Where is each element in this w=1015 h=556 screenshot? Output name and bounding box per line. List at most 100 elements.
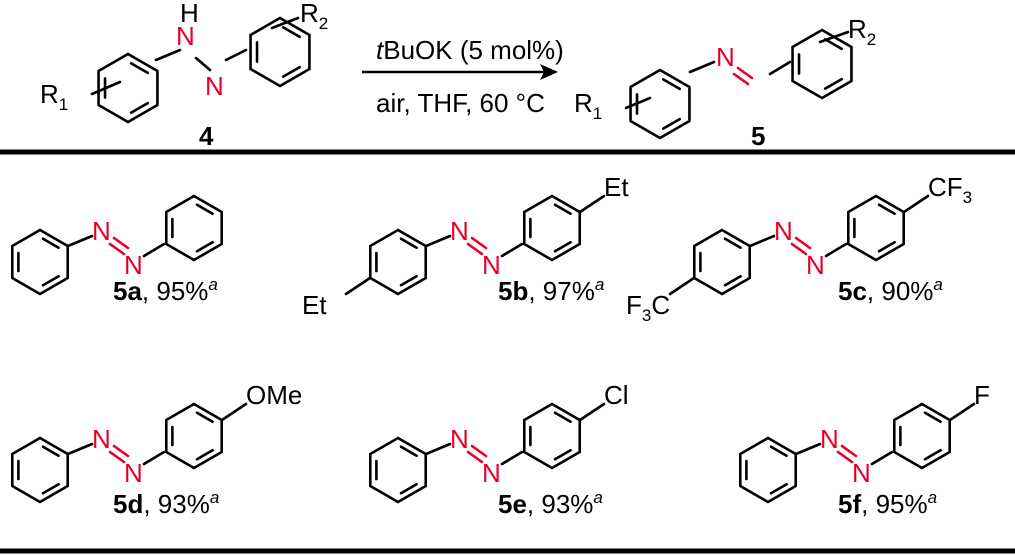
benzene-ring bbox=[738, 436, 798, 504]
benzene-ring-right bbox=[249, 16, 311, 88]
azo-bond bbox=[836, 450, 854, 464]
ring-double-bond bbox=[823, 77, 844, 90]
bond-n-c bbox=[142, 242, 166, 258]
ring-double-bond bbox=[723, 237, 742, 250]
bond-c-n bbox=[66, 234, 94, 248]
azo-bond bbox=[790, 242, 808, 256]
azo-n1: N bbox=[716, 42, 735, 72]
azo-n2: N bbox=[852, 458, 871, 488]
yield-label: 5a, 95%a bbox=[113, 275, 218, 306]
azo-bond bbox=[466, 450, 484, 464]
bond-c-n bbox=[66, 442, 94, 456]
benzene-ring bbox=[368, 436, 428, 504]
ring-outline bbox=[522, 194, 582, 262]
bond-n-c bbox=[824, 242, 848, 258]
ring-double-bond bbox=[823, 38, 844, 51]
reactant-4-structure: N H N H H H R1 R2 4 bbox=[40, 0, 328, 151]
product-number: 5 bbox=[751, 121, 765, 151]
benzene-ring bbox=[164, 402, 224, 470]
ring-double-bond bbox=[769, 482, 788, 495]
ring-double-bond bbox=[553, 203, 572, 216]
ring-double-bond bbox=[661, 78, 682, 91]
azo-n1: N bbox=[774, 216, 793, 246]
ring-double-bond bbox=[723, 274, 742, 287]
ring-double-bond bbox=[399, 237, 418, 250]
benzene-ring bbox=[522, 402, 582, 470]
ring-double-bond bbox=[399, 482, 418, 495]
azo-n2: N bbox=[124, 250, 143, 280]
r2-label: R2 bbox=[300, 0, 328, 33]
ring-outline bbox=[629, 68, 691, 140]
r2-bond bbox=[270, 16, 300, 30]
ring-outline bbox=[249, 16, 311, 88]
benzene-ring bbox=[10, 228, 70, 296]
azo-bond-2 bbox=[840, 444, 858, 458]
benzene-ring bbox=[368, 228, 428, 296]
nitrogen-2-label: N bbox=[205, 71, 224, 101]
benzene-ring-right bbox=[791, 28, 853, 100]
ring-double-bond bbox=[281, 65, 302, 78]
bond-n-c bbox=[870, 450, 894, 466]
bond-n-n bbox=[732, 72, 750, 86]
azo-bond bbox=[466, 242, 484, 256]
r2-label: R2 bbox=[848, 14, 876, 49]
bond-c-n bbox=[794, 442, 822, 456]
ring-double-bond bbox=[923, 448, 942, 461]
bond-n-c bbox=[768, 60, 792, 76]
ring-double-bond bbox=[129, 62, 150, 75]
reaction-arrow: tBuOK (5 mol%) air, THF, 60 °C bbox=[362, 35, 564, 118]
ring-outline bbox=[522, 402, 582, 470]
yield-label: 5f, 95%a bbox=[838, 488, 937, 519]
para-substituent: Cl bbox=[604, 380, 629, 410]
benzene-ring bbox=[522, 194, 582, 262]
nh-h-top: H bbox=[180, 0, 199, 28]
ring-outline bbox=[97, 52, 159, 124]
para-substituent: Et bbox=[604, 172, 629, 202]
ring-outline bbox=[368, 436, 428, 504]
ring-outline bbox=[164, 402, 224, 470]
bond-n-c bbox=[142, 450, 166, 466]
azo-bond-2 bbox=[470, 236, 488, 250]
para-bond bbox=[902, 194, 930, 214]
ring-outline bbox=[738, 436, 798, 504]
bond-c-n bbox=[424, 234, 452, 248]
ring-double-bond bbox=[399, 445, 418, 458]
para-substituent: F bbox=[974, 380, 990, 410]
azo-bond-2 bbox=[794, 236, 812, 250]
ring-double-bond bbox=[41, 237, 60, 250]
ring-outline bbox=[368, 228, 428, 296]
azo-n1: N bbox=[450, 424, 469, 454]
para-substituent: OMe bbox=[246, 380, 302, 410]
para-substituent-left: F3C bbox=[626, 290, 670, 325]
conditions-solvent: air, THF, 60 °C bbox=[376, 88, 545, 118]
azo-n2: N bbox=[482, 458, 501, 488]
azo-n2: N bbox=[806, 250, 825, 280]
para-bond-left bbox=[668, 276, 696, 296]
para-bond bbox=[578, 402, 606, 422]
ring-outline bbox=[791, 28, 853, 100]
ring-double-bond bbox=[553, 240, 572, 253]
ring-double-bond bbox=[399, 274, 418, 287]
r1-bond bbox=[624, 96, 652, 110]
para-bond bbox=[578, 194, 606, 214]
ring-outline bbox=[846, 194, 906, 262]
ring-outline bbox=[164, 194, 224, 262]
azo-n2: N bbox=[482, 250, 501, 280]
bond-c-nh bbox=[154, 48, 182, 62]
para-substituent: CF3 bbox=[928, 172, 972, 207]
para-bond bbox=[220, 402, 248, 422]
ring-double-bond bbox=[41, 274, 60, 287]
benzene-ring bbox=[846, 194, 906, 262]
ring-double-bond bbox=[195, 411, 214, 424]
ring-double-bond bbox=[281, 26, 302, 39]
r1-label: R1 bbox=[574, 88, 602, 123]
bond-c-n bbox=[688, 60, 716, 74]
azo-bond-2 bbox=[112, 236, 130, 250]
